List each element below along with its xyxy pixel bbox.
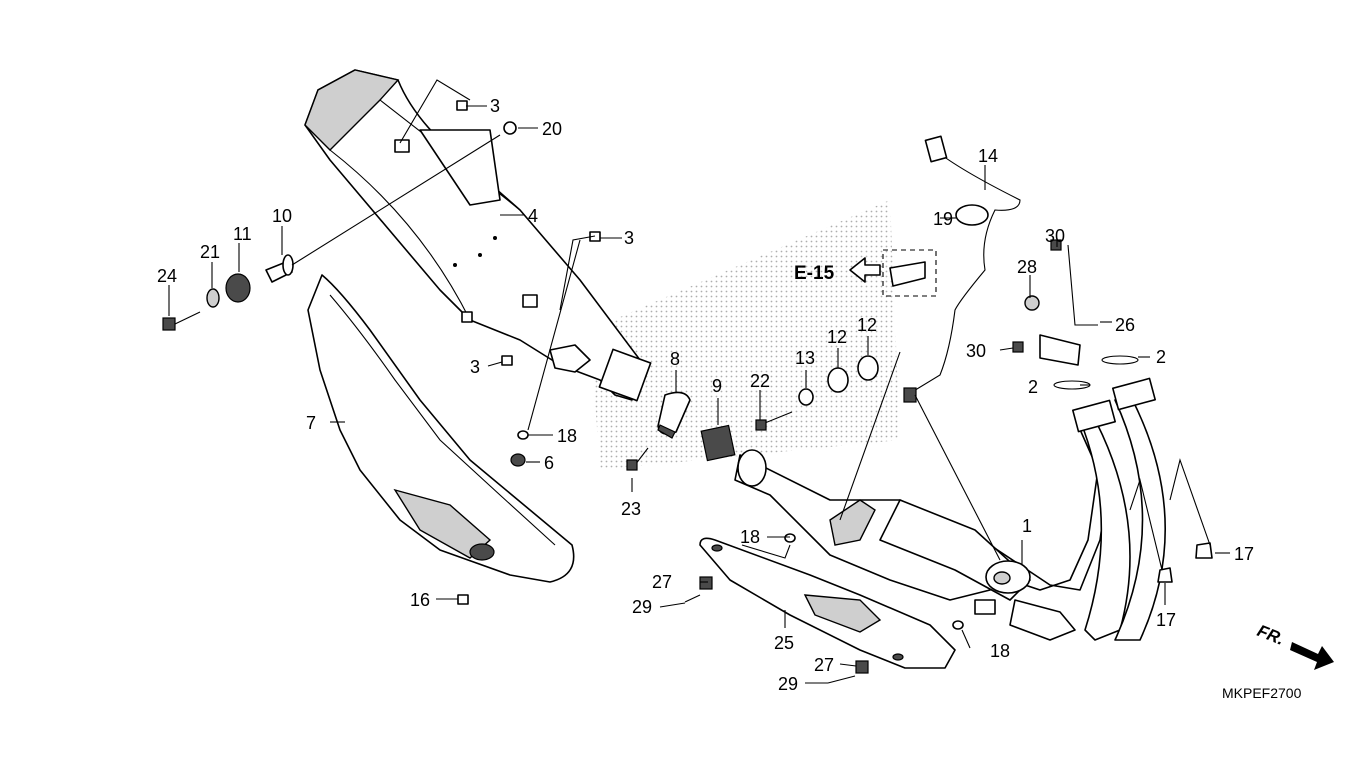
heat-guard xyxy=(699,537,956,669)
callout-17: 17 xyxy=(1156,610,1176,630)
front-direction-indicator: FR. xyxy=(1255,621,1334,670)
exhaust-pipe xyxy=(734,377,1166,641)
callout-30: 30 xyxy=(1045,226,1065,246)
callout-29: 29 xyxy=(778,674,798,694)
dotted-watermark xyxy=(590,200,900,470)
callout-29: 29 xyxy=(632,597,652,617)
callout-7: 7 xyxy=(306,413,316,433)
callout-18: 18 xyxy=(740,527,760,547)
e15-reference: E-15 xyxy=(794,249,937,297)
front-label: FR. xyxy=(1255,621,1288,649)
front-arrow-icon xyxy=(1290,642,1334,670)
muffler-protector xyxy=(307,274,575,583)
callout-3: 3 xyxy=(470,357,480,377)
callout-27: 27 xyxy=(652,572,672,592)
callout-3: 3 xyxy=(624,228,634,248)
drawing-code: MKPEF2700 xyxy=(1222,685,1302,701)
callout-14: 14 xyxy=(978,146,998,166)
callout-2: 2 xyxy=(1028,377,1038,397)
callout-6: 6 xyxy=(544,453,554,473)
callout-17: 17 xyxy=(1234,544,1254,564)
callout-numbers: 1 2 2 3 3 3 4 6 7 8 9 10 11 12 12 13 14 … xyxy=(157,96,1254,694)
callout-21: 21 xyxy=(200,242,220,262)
callout-13: 13 xyxy=(795,348,815,368)
callout-18: 18 xyxy=(990,641,1010,661)
callout-8: 8 xyxy=(670,349,680,369)
callout-12: 12 xyxy=(857,315,877,335)
callout-30: 30 xyxy=(966,341,986,361)
callout-1: 1 xyxy=(1022,516,1032,536)
callout-3: 3 xyxy=(490,96,500,116)
callout-28: 28 xyxy=(1017,257,1037,277)
callout-19: 19 xyxy=(933,209,953,229)
callout-20: 20 xyxy=(542,119,562,139)
small-parts xyxy=(162,100,1213,684)
muffler-body xyxy=(304,69,652,402)
callout-9: 9 xyxy=(712,376,722,396)
reference-e15-label: E-15 xyxy=(794,263,835,284)
callout-16: 16 xyxy=(410,590,430,610)
callout-4: 4 xyxy=(528,206,538,226)
callout-11: 11 xyxy=(233,224,252,244)
leader-lines xyxy=(168,79,1230,684)
callout-24: 24 xyxy=(157,266,177,286)
callout-12: 12 xyxy=(827,327,847,347)
callout-23: 23 xyxy=(621,499,641,519)
callout-2: 2 xyxy=(1156,347,1166,367)
callout-18: 18 xyxy=(557,426,577,446)
callout-27: 27 xyxy=(814,655,834,675)
callout-25: 25 xyxy=(774,633,794,653)
callout-26: 26 xyxy=(1115,315,1135,335)
callout-10: 10 xyxy=(272,206,292,226)
callout-22: 22 xyxy=(750,371,770,391)
